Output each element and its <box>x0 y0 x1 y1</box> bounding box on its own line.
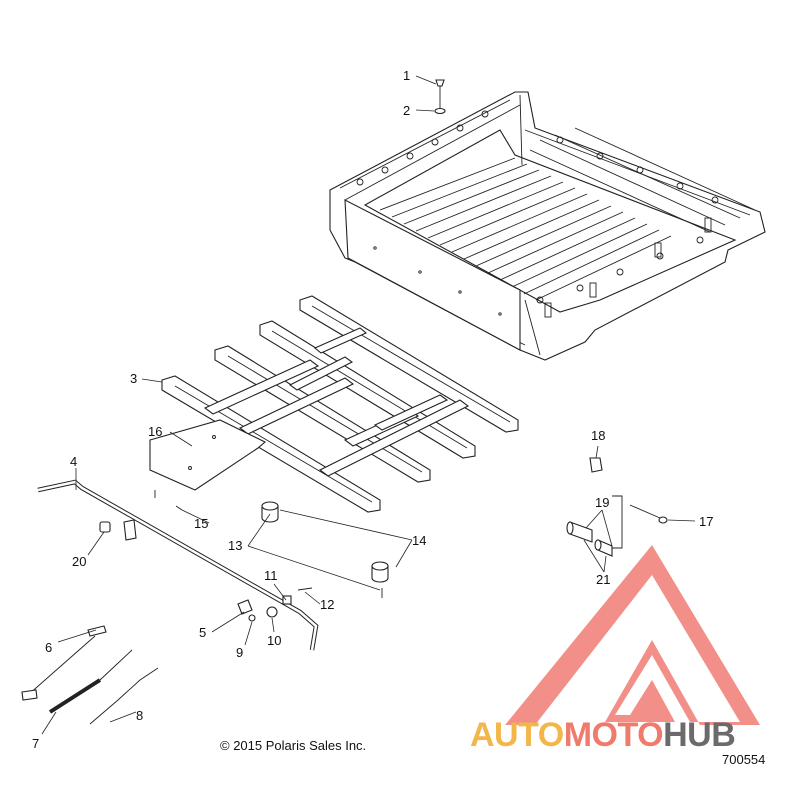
watermark-triangle-icon <box>505 545 760 725</box>
hardware <box>21 79 668 725</box>
cargo-frame <box>161 295 519 513</box>
watermark-moto: MOTO <box>563 716 664 754</box>
callout-16: 16 <box>148 424 162 439</box>
watermark-text: AUTOMOTOHUB <box>470 716 736 755</box>
latch-rod <box>37 479 319 651</box>
callout-7: 7 <box>32 736 39 751</box>
callout-10: 10 <box>267 633 281 648</box>
callout-2: 2 <box>403 103 410 118</box>
callout-1: 1 <box>403 68 410 83</box>
callout-8: 8 <box>136 708 143 723</box>
callout-11: 11 <box>264 568 278 583</box>
callout-3: 3 <box>130 371 137 386</box>
watermark-hub: HUB <box>663 716 736 754</box>
callout-21: 21 <box>596 572 610 587</box>
watermark-auto: AUTO <box>470 716 564 754</box>
copyright-notice: © 2015 Polaris Sales Inc. <box>220 738 367 753</box>
callout-12: 12 <box>320 597 334 612</box>
callout-labels: 1 2 3 4 5 6 7 8 9 10 11 12 13 14 15 16 1… <box>32 68 713 751</box>
watermark-logo <box>505 545 760 725</box>
callout-6: 6 <box>45 640 52 655</box>
document-number: 700554 <box>722 752 766 767</box>
cargo-box <box>329 91 766 361</box>
callout-18: 18 <box>591 428 605 443</box>
callout-13: 13 <box>228 538 242 553</box>
callout-15: 15 <box>194 516 208 531</box>
callout-20: 20 <box>72 554 86 569</box>
callout-17: 17 <box>699 514 713 529</box>
leader-lines <box>41 75 696 735</box>
callout-9: 9 <box>236 645 243 660</box>
callout-4: 4 <box>70 454 77 469</box>
callout-14: 14 <box>412 533 426 548</box>
callout-19: 19 <box>595 495 609 510</box>
callout-5: 5 <box>199 625 206 640</box>
